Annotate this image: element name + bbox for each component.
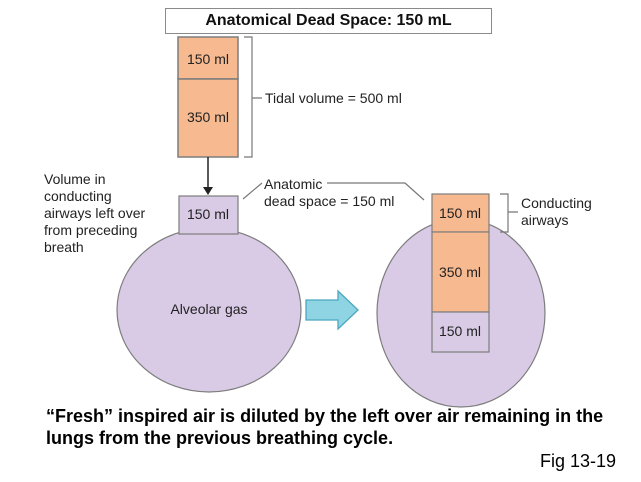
anatomic-line-1: Anatomic: [264, 176, 322, 192]
conducting-airways-bracket: [500, 193, 518, 233]
diagram-title: Anatomical Dead Space: 150 mL: [165, 8, 492, 34]
leftover-volume-note: Volume in conducting airways left over f…: [44, 171, 149, 255]
right-airway-block: [431, 193, 490, 233]
leftover-note-line-4: from preceding: [44, 222, 137, 238]
anatomic-line-2: dead space = 150 ml: [264, 193, 394, 209]
right-old-150-block: [431, 311, 490, 353]
dead-space-leader-left: [242, 182, 263, 200]
transition-arrow: [305, 289, 359, 331]
leftover-note-line-3: airways left over: [44, 205, 145, 221]
block-350-label: 350 ml: [187, 109, 229, 125]
caption: “Fresh” inspired air is diluted by the l…: [46, 406, 604, 448]
dead-space-leader-right: [327, 182, 425, 201]
conducting-airways-label: Conducting airways: [521, 195, 596, 228]
leftover-note-line-1: Volume in: [44, 171, 105, 187]
left-airway-label: 150 ml: [187, 206, 229, 222]
figure-reference: Fig 13-19: [540, 451, 617, 471]
tidal-volume-label: Tidal volume = 500 ml: [265, 90, 402, 106]
right-old-150-label: 150 ml: [439, 323, 481, 339]
right-fresh-350-block: [431, 231, 490, 313]
right-350-label: 350 ml: [439, 264, 481, 280]
conducting-line-1: Conducting: [521, 195, 592, 211]
block-150-label: 150 ml: [187, 51, 229, 67]
leftover-note-line-5: breath: [44, 239, 84, 255]
leftover-note-line-2: conducting: [44, 188, 112, 204]
anatomic-dead-space-label: Anatomic dead space = 150 ml: [264, 176, 394, 209]
alveolar-gas-label: Alveolar gas: [170, 301, 247, 317]
fresh-air-350-block: [177, 78, 239, 158]
conducting-line-2: airways: [521, 212, 568, 228]
down-arrow-head: [203, 187, 213, 195]
right-airway-label: 150 ml: [439, 205, 481, 221]
tidal-volume-bracket: [244, 36, 262, 158]
left-airway-block: [178, 195, 239, 235]
